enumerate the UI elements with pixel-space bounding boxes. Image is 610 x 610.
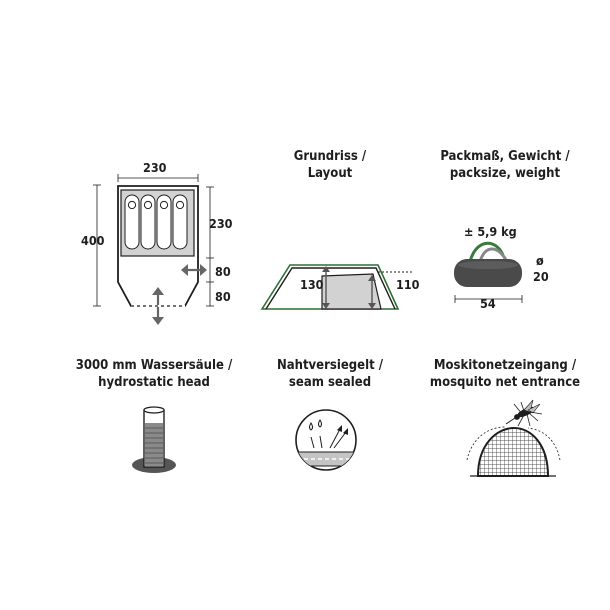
tent-side-view-icon	[260, 264, 414, 310]
pack-length-label: 54	[480, 296, 496, 311]
layout-height-rear-label: 110	[396, 277, 420, 292]
entrance-arrows-icon	[131, 264, 207, 325]
mosquito-title-line1: Moskitonetzeingang /	[433, 358, 577, 373]
floorplan-inner-length-label: 230	[209, 216, 233, 231]
floorplan-vestibule-b-label: 80	[215, 289, 231, 304]
layout-title-line2: Layout	[307, 166, 353, 181]
mosquito-entrance-title: Moskitonetzeingang / mosquito net entran…	[425, 357, 585, 391]
weight-label: ± 5,9 kg	[464, 224, 517, 239]
hydrostatic-head-title: 3000 mm Wassersäule / hydrostatic head	[74, 357, 234, 391]
hydrostatic-title-line2: hydrostatic head	[98, 375, 210, 390]
seam-sealed-title-line1: Nahtversiegelt /	[276, 358, 384, 373]
seam-sealed-title-line2: seam sealed	[288, 375, 372, 390]
packsack-icon	[454, 242, 523, 303]
packsize-title: Packmaß, Gewicht / packsize, weight	[425, 148, 585, 182]
diameter-label: 20	[533, 269, 549, 284]
hydrostatic-title-line1: 3000 mm Wassersäule /	[75, 358, 233, 373]
packsize-title-line2: packsize, weight	[449, 166, 561, 181]
seam-sealed-title: Nahtversiegelt / seam sealed	[260, 357, 400, 391]
layout-height-front-label: 130	[300, 277, 324, 292]
floorplan-length-label: 400	[81, 233, 105, 248]
sleeping-bags-icon	[124, 194, 188, 250]
mosquito-net-tent-icon	[466, 426, 561, 477]
diameter-symbol: ø	[536, 253, 544, 268]
mosquito-title-line2: mosquito net entrance	[429, 375, 581, 390]
water-column-icon	[132, 406, 176, 473]
seam-sealed-icon	[295, 409, 357, 471]
layout-title: Grundriss / Layout	[270, 148, 390, 182]
packsize-title-line1: Packmaß, Gewicht /	[440, 149, 570, 164]
floorplan-width-label: 230	[143, 160, 167, 175]
floorplan-vestibule-a-label: 80	[215, 264, 231, 279]
layout-title-line1: Grundriss /	[293, 149, 367, 164]
mosquito-icon	[505, 399, 543, 427]
